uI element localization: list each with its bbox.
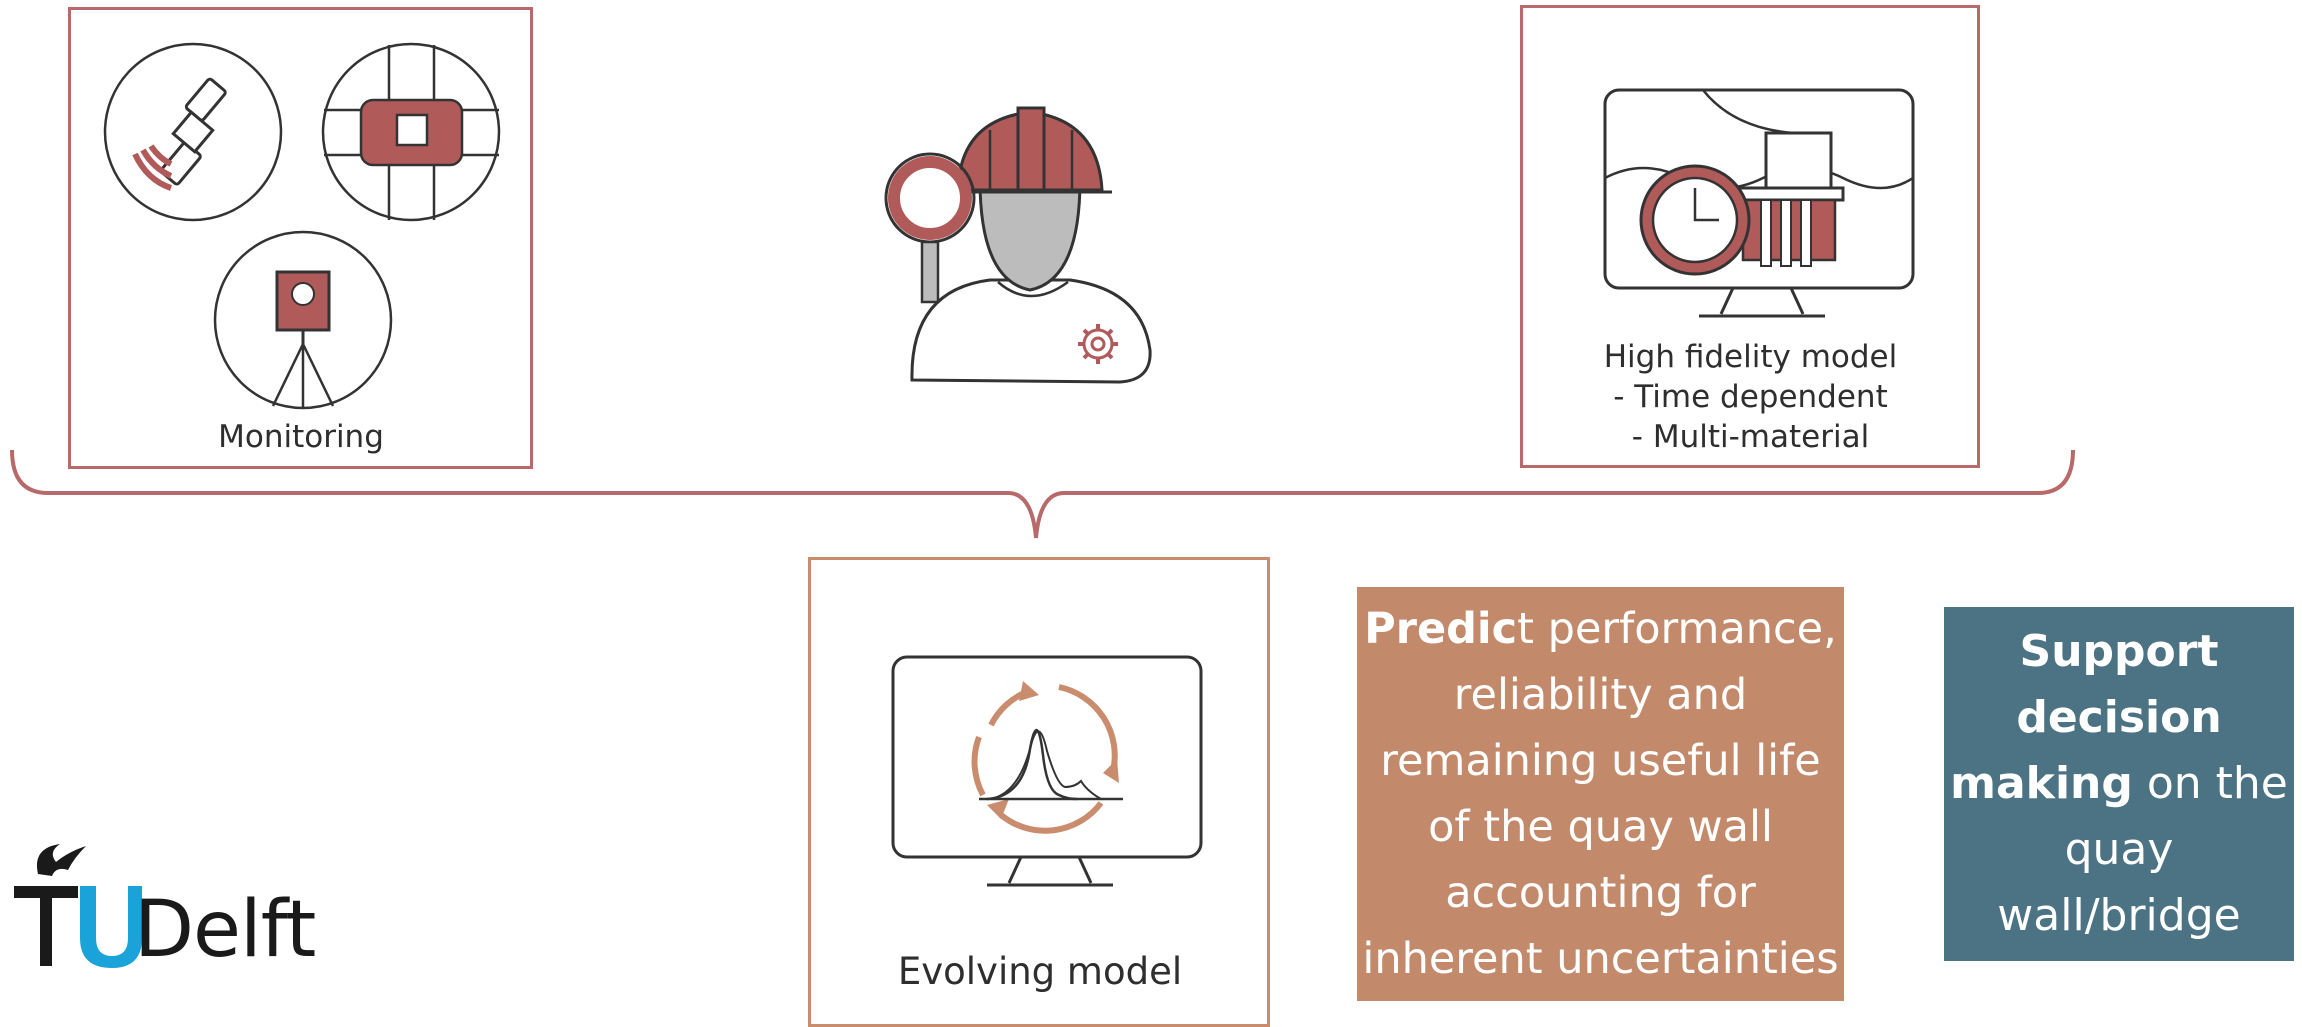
cycle-arrows-icon bbox=[971, 681, 1119, 834]
chip-sensor-icon bbox=[321, 42, 501, 222]
engineer-icon bbox=[884, 106, 1152, 384]
predict-rest: t performance, bbox=[1517, 604, 1837, 654]
support-line-3: making on the bbox=[1950, 751, 2288, 817]
support-rest: on the bbox=[2132, 758, 2288, 809]
support-line-5: wall/bridge bbox=[1997, 890, 2241, 941]
satellite-icon bbox=[103, 42, 283, 222]
evolving-model-caption: Evolving model bbox=[897, 950, 1183, 993]
support-box: Support decision making on the quay wall… bbox=[1944, 607, 2294, 961]
monitor-icon bbox=[1603, 88, 1915, 318]
high-fidelity-caption-line3: - Multi-material bbox=[1631, 419, 1870, 455]
monitoring-caption: Monitoring bbox=[218, 419, 384, 455]
support-line-2: decision bbox=[2016, 692, 2222, 743]
support-bold-making: making bbox=[1950, 758, 2133, 809]
support-line-1: Support bbox=[2019, 626, 2219, 677]
predict-bold: Predic bbox=[1364, 604, 1518, 654]
predict-line-1: Predict performance, bbox=[1364, 596, 1837, 662]
predict-box: Predict performance, reliability and rem… bbox=[1357, 587, 1844, 1001]
predict-line-5: accounting for bbox=[1445, 868, 1756, 918]
monitoring-panel: Monitoring bbox=[68, 7, 533, 469]
predict-line-4: of the quay wall bbox=[1428, 802, 1773, 852]
predict-line-6: inherent uncertainties bbox=[1362, 934, 1839, 984]
tu-delft-logo-text: Delft bbox=[134, 885, 316, 975]
high-fidelity-caption-line1: High fidelity model bbox=[1603, 339, 1898, 375]
predict-line-3: remaining useful life bbox=[1380, 736, 1821, 786]
total-station-icon bbox=[213, 230, 393, 410]
evolving-model-panel: Evolving model bbox=[808, 557, 1270, 1027]
gear-icon bbox=[1078, 324, 1118, 364]
support-line-4: quay bbox=[2064, 824, 2174, 875]
distribution-curve-icon bbox=[979, 729, 1123, 801]
tu-delft-logo bbox=[14, 844, 142, 968]
magnifier-icon bbox=[884, 152, 976, 304]
high-fidelity-panel: High fidelity model - Time dependent - M… bbox=[1520, 5, 1980, 468]
clock-icon bbox=[1639, 164, 1751, 276]
high-fidelity-caption-line2: - Time dependent bbox=[1613, 379, 1888, 415]
monitor-icon bbox=[891, 655, 1203, 887]
predict-line-2: reliability and bbox=[1453, 670, 1748, 720]
quay-wall-icon bbox=[1741, 198, 1837, 267]
brace-connector bbox=[10, 449, 2075, 539]
